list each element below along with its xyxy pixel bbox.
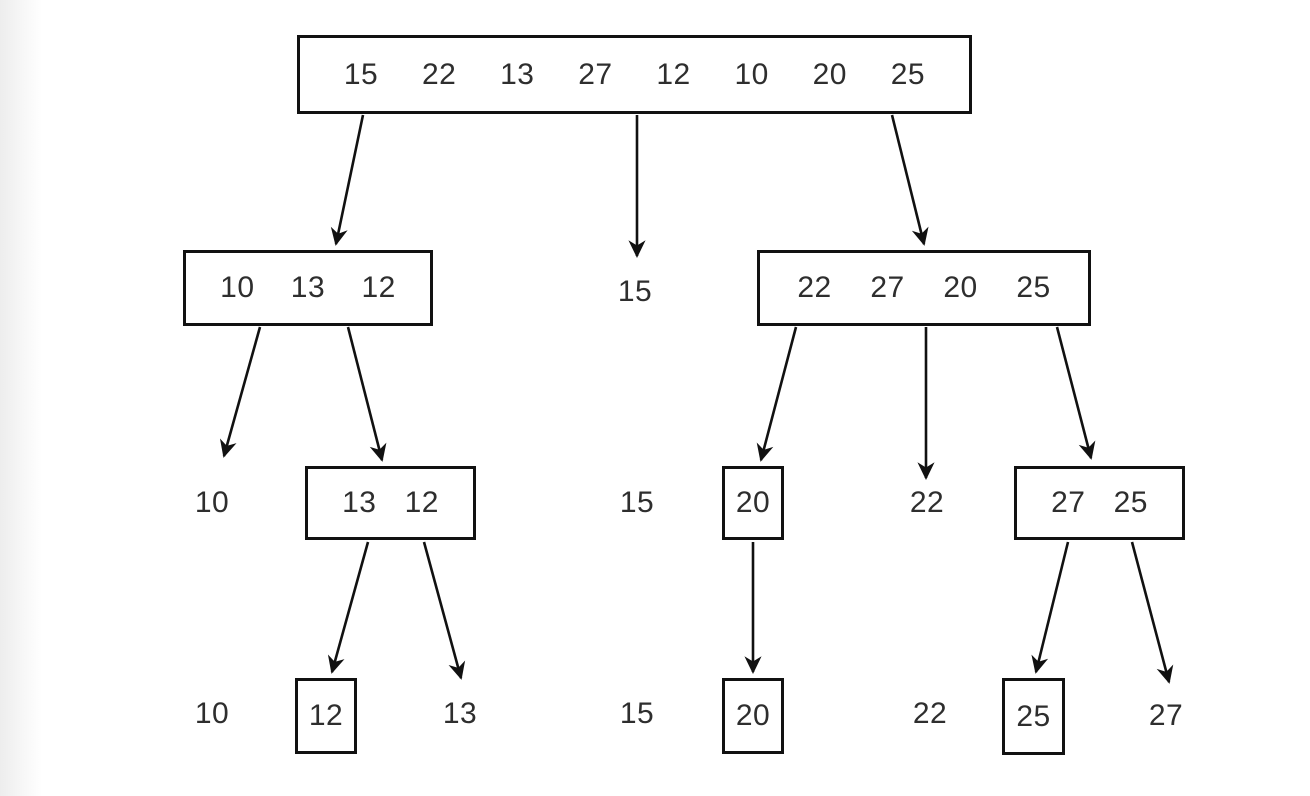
array-node-10-13-12: 10 13 12 — [183, 250, 433, 326]
leaf-value-10: 10 — [194, 697, 230, 730]
leaf-value-27: 27 — [1148, 699, 1184, 732]
cell-value: 25 — [1016, 271, 1051, 304]
leaf-value-15: 15 — [619, 697, 655, 730]
cell-value: 25 — [890, 57, 926, 91]
cell-value: 13 — [342, 486, 377, 519]
cell-value: 12 — [361, 271, 396, 304]
cell-value: 25 — [1113, 486, 1148, 519]
cell-value: 20 — [812, 57, 847, 91]
arrow-right-array-to-box-20 — [756, 326, 798, 462]
array-node-27-25: 27 25 — [1014, 466, 1185, 540]
arrow-root-to-right-array — [890, 114, 929, 246]
cell-value: 12 — [656, 57, 691, 91]
arrow-box-27-25-to-27 — [1130, 541, 1174, 684]
leaf-value-10: 10 — [194, 486, 230, 519]
array-node-20: 20 — [722, 678, 784, 754]
array-node-13-12: 13 12 — [305, 466, 476, 540]
arrow-right-array-to-box-27-25 — [1055, 326, 1096, 460]
leaf-value-22: 22 — [912, 697, 948, 730]
pivot-value-15: 15 — [619, 486, 655, 519]
pivot-value-15: 15 — [617, 275, 653, 308]
arrow-box-13-12-to-box-12 — [327, 541, 370, 674]
cell-value: 10 — [734, 57, 769, 91]
cell-value: 22 — [797, 271, 832, 304]
cell-value: 15 — [343, 57, 379, 91]
array-node-root: 15 22 13 27 12 10 20 25 — [297, 35, 972, 114]
cell-value: 10 — [220, 271, 255, 304]
cell-value: 20 — [735, 486, 771, 519]
array-node-12: 12 — [295, 678, 357, 754]
cell-value: 25 — [1016, 699, 1051, 733]
arrow-left-array-to-box-13-12 — [346, 326, 387, 462]
cell-value: 20 — [735, 699, 771, 732]
leaf-value-13: 13 — [442, 697, 478, 730]
arrow-box-27-25-to-box-25 — [1031, 541, 1070, 674]
cell-value: 12 — [404, 486, 439, 519]
cell-value: 13 — [500, 57, 535, 91]
cell-value: 27 — [578, 57, 613, 91]
cell-value: 22 — [422, 57, 457, 91]
page-edge-shading — [0, 0, 42, 796]
cell-value: 12 — [308, 699, 344, 732]
cell-value: 13 — [290, 271, 326, 304]
arrow-box-13-12-to-13 — [422, 541, 466, 680]
cell-value: 20 — [943, 271, 978, 304]
array-node-22-27-20-25: 22 27 20 25 — [757, 250, 1091, 326]
cell-value: 27 — [1051, 486, 1086, 519]
arrow-left-array-to-10 — [219, 326, 262, 458]
leaf-value-22: 22 — [909, 486, 945, 519]
array-node-25: 25 — [1002, 678, 1065, 755]
array-node-20: 20 — [722, 466, 784, 540]
cell-value: 27 — [870, 271, 905, 304]
arrow-root-to-left-array — [330, 114, 365, 246]
